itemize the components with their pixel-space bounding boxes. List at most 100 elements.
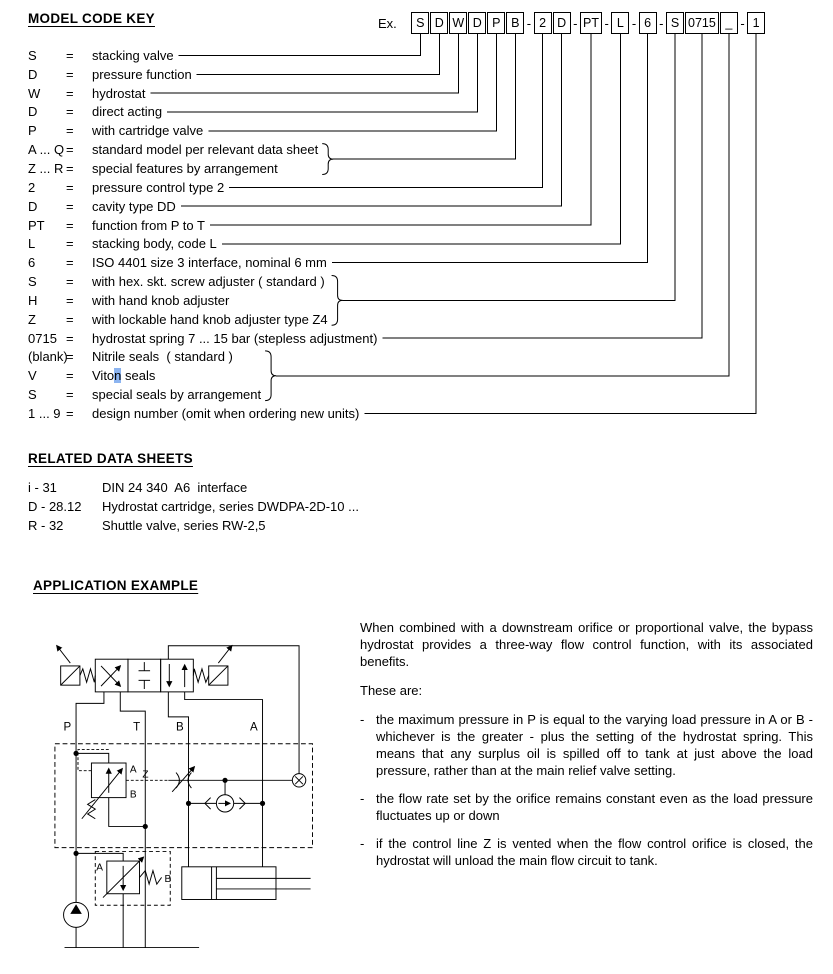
equals-sign: = <box>66 160 74 176</box>
cylinder-icon <box>181 866 311 900</box>
relief-valve-icon <box>73 850 171 948</box>
model-code-entry: W = hydrostat <box>28 84 815 103</box>
model-code-entry: PT=function from P to T <box>28 216 815 235</box>
bullet-text: the flow rate set by the orifice remains… <box>376 791 813 823</box>
entry-description: Nitrile seals ( standard ) <box>92 349 233 365</box>
code-separator: - <box>573 15 578 31</box>
code-box: W <box>449 12 468 34</box>
equals-sign: = <box>66 405 74 421</box>
entry-code: H <box>28 292 38 308</box>
entry-code: (blank) <box>28 349 68 365</box>
relief-label-a: A <box>96 863 103 874</box>
code-box: D <box>468 12 487 34</box>
code-box: S <box>666 12 684 34</box>
code-box: 1 <box>747 12 766 34</box>
model-code-entry: D=pressure function <box>28 65 815 84</box>
entry-code: S <box>28 274 37 290</box>
entry-code: D <box>28 104 38 120</box>
model-code-entry: A ... Q=standard model per relevant data… <box>28 140 815 159</box>
entry-code: D <box>28 198 38 214</box>
entry-description: with cartridge valve <box>92 123 204 139</box>
equals-sign: = <box>66 368 74 384</box>
entry-code: S <box>28 387 37 403</box>
entry-description: with lockable hand knob adjuster type Z4 <box>92 311 328 327</box>
circuit-svg: P T B A A Z B A B <box>54 644 313 949</box>
model-code-entry: 1 ... 9 = design number (omit when orderin… <box>28 404 815 423</box>
application-example-text: When combined with a downstream orifice … <box>360 609 815 967</box>
entry-code: L <box>28 236 36 252</box>
flow-control-valve-icon <box>185 780 266 813</box>
code-box: 0715 <box>685 12 719 34</box>
equals-sign: = <box>66 198 74 214</box>
entry-description: Viton seals <box>92 368 156 384</box>
hydrostat-label-b: B <box>130 790 137 801</box>
sheet-code: R - 32 <box>28 518 64 533</box>
entry-code: D <box>28 66 38 82</box>
application-example-section: APPLICATION EXAMPLE <box>28 577 815 967</box>
code-box: 6 <box>638 12 657 34</box>
port-label-b: B <box>176 721 184 733</box>
entry-code: W <box>28 85 41 101</box>
model-code-entry: Z ... R=special features by arrangement <box>28 159 815 178</box>
equals-sign: = <box>66 104 74 120</box>
equals-sign: = <box>66 330 74 346</box>
entry-description: with hand knob adjuster <box>92 292 230 308</box>
entry-description: special seals by arrangement <box>92 387 262 403</box>
related-data-sheets-heading: RELATED DATA SHEETS <box>28 451 193 466</box>
model-code-entry: 6=ISO 4401 size 3 interface, nominal 6 m… <box>28 253 815 272</box>
equals-sign: = <box>66 179 74 195</box>
bullet-item: -if the control line Z is vented when th… <box>360 835 813 869</box>
orifice-line <box>168 765 307 793</box>
related-sheet-row: D - 28.12 Hydrostat cartridge, series DWD… <box>28 497 815 516</box>
model-code-entry: S=special seals by arrangement <box>28 385 815 404</box>
model-code-entry: (blank)= Nitrile seals ( standard ) <box>28 348 815 367</box>
port-label-a: A <box>250 721 258 733</box>
entry-description: special features by arrangement <box>92 160 278 176</box>
port-label-t: T <box>133 721 140 733</box>
manifold-boundary <box>54 743 313 849</box>
entry-description: hydrostat <box>92 85 146 101</box>
bullet-marker: - <box>360 791 365 806</box>
model-code-entry: 0715=hydrostat spring 7 ... 15 bar (step… <box>28 329 815 348</box>
model-code-entry: P = with cartridge valve <box>28 121 815 140</box>
code-separator: - <box>631 15 637 31</box>
sheet-code: D - 28.12 <box>28 499 82 514</box>
model-code-entry: H=with hand knob adjuster <box>28 291 815 310</box>
hydrostat-label-z: Z <box>142 769 148 780</box>
spring-right-icon <box>192 667 210 685</box>
equals-sign: = <box>66 85 74 101</box>
entry-code: P <box>28 123 37 139</box>
vent-port-icon <box>291 773 307 788</box>
equals-sign: = <box>66 123 74 139</box>
selection-highlight: n <box>114 368 122 384</box>
entry-description: design number (omit when ordering new un… <box>92 405 360 421</box>
example-label: Ex. <box>378 15 397 31</box>
directional-valve-icon <box>56 644 233 693</box>
entry-description: ISO 4401 size 3 interface, nominal 6 mm <box>92 255 327 271</box>
code-separator: - <box>526 15 532 31</box>
entry-description: direct acting <box>92 104 163 120</box>
entry-code: PT <box>28 217 45 233</box>
sheet-description: Hydrostat cartridge, series DWDPA-2D-10 … <box>102 499 359 514</box>
application-example-content: P T B A A Z B A B When combined with a d… <box>28 609 815 967</box>
entry-code: 1 ... 9 <box>28 405 61 421</box>
entry-code: 2 <box>28 179 36 195</box>
relief-label-b: B <box>164 874 171 885</box>
spring-left-icon <box>79 667 96 685</box>
equals-sign: = <box>66 311 74 327</box>
entry-description: standard model per relevant data sheet <box>92 142 319 158</box>
equals-sign: = <box>66 349 74 365</box>
solenoid-right-icon <box>208 665 229 686</box>
model-code-entry: D = direct acting <box>28 103 815 122</box>
application-example-heading: APPLICATION EXAMPLE <box>33 578 199 593</box>
entry-code: V <box>28 368 37 384</box>
bullet-marker: - <box>360 712 365 727</box>
entry-code: 6 <box>28 255 36 271</box>
equals-sign: = <box>66 236 74 252</box>
model-code-key-heading: MODEL CODE KEY <box>28 11 155 26</box>
